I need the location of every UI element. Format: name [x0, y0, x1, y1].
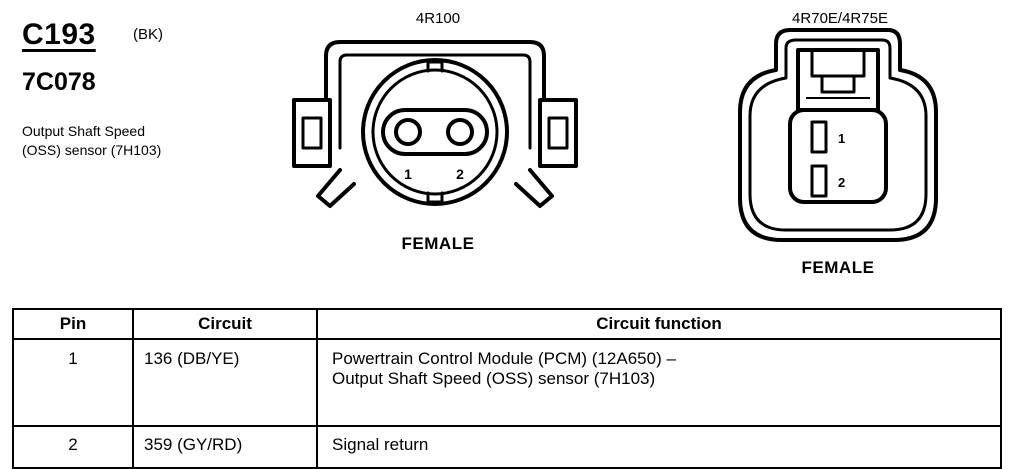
pin-cell: 1	[12, 338, 134, 427]
pin-label-4r70e-1: 1	[838, 131, 845, 146]
pin-label-4r70e-2: 2	[838, 175, 845, 190]
connector-description: Output Shaft Speed (OSS) sensor (7H103)	[22, 122, 161, 160]
function-line: Powertrain Control Module (PCM) (12A650)…	[332, 349, 676, 368]
function-cell: Signal return	[316, 425, 1002, 469]
function-line: Signal return	[332, 435, 429, 454]
connector-variant-4r100: 4R100	[415, 10, 461, 27]
circuit-cell: 359 (GY/RD)	[132, 425, 318, 469]
pin-label-4r100-2: 2	[456, 166, 464, 182]
connector-face-4r70e	[738, 28, 938, 242]
connector-gender-4r100: FEMALE	[401, 234, 475, 253]
description-line: Output Shaft Speed	[22, 123, 145, 139]
connector-gender-4r70e: FEMALE	[801, 258, 875, 277]
function-cell: Powertrain Control Module (PCM) (12A650)…	[316, 338, 1002, 427]
table-row: 2 359 (GY/RD) Signal return	[12, 425, 1002, 469]
pin-label-4r100-1: 1	[404, 166, 412, 182]
color-code: (BK)	[133, 26, 163, 43]
table-header-row: Pin Circuit Circuit function	[12, 308, 1002, 340]
pin-cell: 2	[12, 425, 134, 469]
description-line: (OSS) sensor (7H103)	[22, 142, 162, 158]
function-line: Output Shaft Speed (OSS) sensor (7H103)	[332, 369, 656, 388]
connector-diagrams: 1 2 1 2	[292, 28, 938, 242]
column-header-circuit: Circuit	[132, 308, 318, 340]
pinout-table: Pin Circuit Circuit function 1 136 (DB/Y…	[12, 308, 1002, 469]
part-number: 7C078	[22, 68, 96, 96]
circuit-cell: 136 (DB/YE)	[132, 338, 318, 427]
column-header-function: Circuit function	[316, 308, 1002, 340]
column-header-pin: Pin	[12, 308, 134, 340]
connector-face-4r100	[292, 40, 578, 208]
connector-variant-4r70e: 4R70E/4R75E	[792, 10, 888, 27]
table-row: 1 136 (DB/YE) Powertrain Control Module …	[12, 338, 1002, 427]
connector-id: C193	[22, 18, 96, 51]
